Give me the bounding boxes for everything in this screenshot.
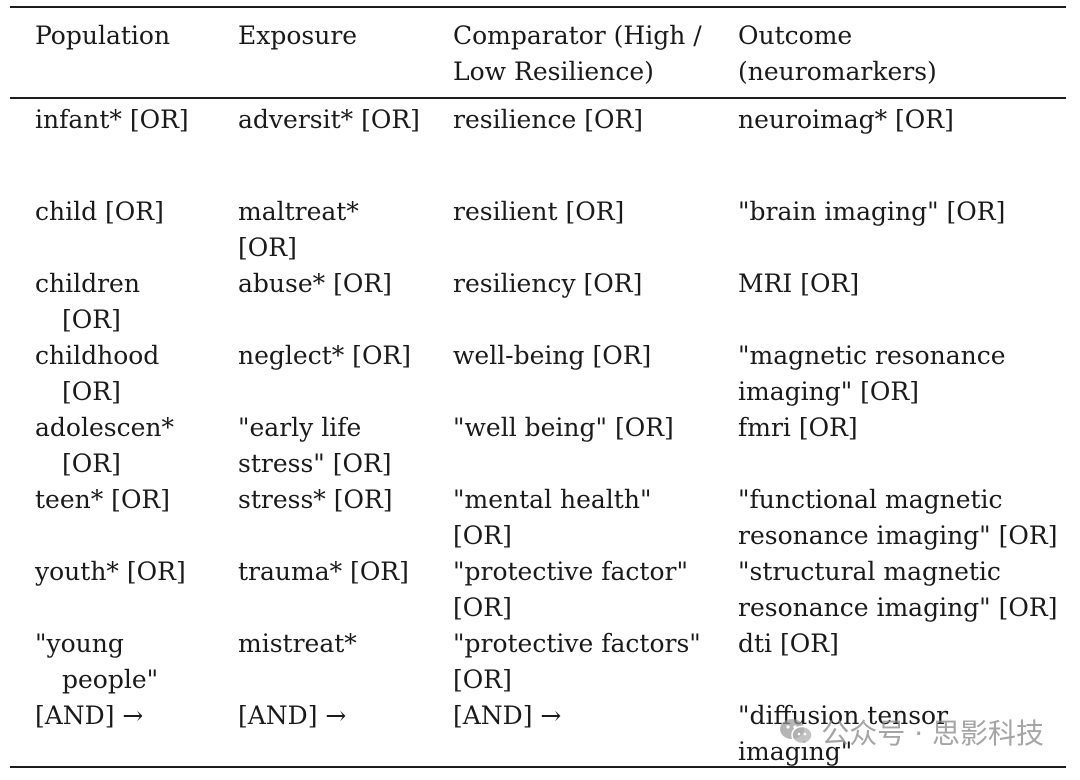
cell-population: teen* [OR] bbox=[10, 482, 213, 554]
table-header: Population Exposure Comparator (High / L… bbox=[10, 8, 1066, 90]
table-row: "young people" mistreat* "protective facto… bbox=[10, 626, 1066, 698]
cell-population: youth* [OR] bbox=[10, 554, 213, 626]
search-term: resiliency [OR] bbox=[453, 269, 643, 298]
cell-population: [AND] → bbox=[10, 698, 213, 770]
header-row: Population Exposure Comparator (High / L… bbox=[10, 8, 1066, 90]
search-term: well-being [OR] bbox=[453, 341, 652, 370]
cell-exposure: "early life stress" [OR] bbox=[213, 410, 428, 482]
search-term: mistreat* bbox=[238, 629, 357, 658]
search-term: "protective factors" [OR] bbox=[453, 629, 701, 694]
table-body: infant* [OR] adversit* [OR] resilience [OR… bbox=[10, 90, 1066, 770]
header-comparator: Comparator (High / Low Resilience) bbox=[453, 21, 702, 86]
cell-population: childhood [OR] bbox=[10, 338, 213, 410]
cell-comparator: resilient [OR] bbox=[428, 194, 713, 266]
search-term: adolescen* [OR] bbox=[35, 413, 174, 478]
search-term: resilience [OR] bbox=[453, 105, 644, 134]
search-term: stress* [OR] bbox=[238, 485, 393, 514]
header-population: Population bbox=[35, 21, 171, 50]
table-row: teen* [OR] stress* [OR] "mental health" [O… bbox=[10, 482, 1066, 554]
cell-population: child [OR] bbox=[10, 194, 213, 266]
table-row: youth* [OR] trauma* [OR] "protective facto… bbox=[10, 554, 1066, 626]
header-rule bbox=[10, 97, 1066, 99]
search-term: [AND] → bbox=[35, 701, 144, 730]
search-term: trauma* [OR] bbox=[238, 557, 409, 586]
search-term: children [OR] bbox=[35, 269, 140, 334]
top-rule bbox=[10, 6, 1066, 8]
search-term: child [OR] bbox=[35, 197, 164, 226]
cell-exposure: abuse* [OR] bbox=[213, 266, 428, 338]
table-row: childhood [OR] neglect* [OR] well-being [O… bbox=[10, 338, 1066, 410]
cell-outcome: MRI [OR] bbox=[713, 266, 1066, 338]
search-term: [AND] → bbox=[453, 701, 562, 730]
search-term: "protective factor" [OR] bbox=[453, 557, 688, 622]
search-term: neuroimag* [OR] bbox=[738, 105, 954, 134]
cell-exposure: stress* [OR] bbox=[213, 482, 428, 554]
cell-exposure: trauma* [OR] bbox=[213, 554, 428, 626]
search-term: "well being" [OR] bbox=[453, 413, 674, 442]
cell-exposure: maltreat* [OR] bbox=[213, 194, 428, 266]
cell-exposure: [AND] → bbox=[213, 698, 428, 770]
cell-outcome: "brain imaging" [OR] bbox=[713, 194, 1066, 266]
search-term: "young people" bbox=[35, 629, 159, 694]
search-term: neglect* [OR] bbox=[238, 341, 412, 370]
search-term: maltreat* [OR] bbox=[238, 197, 359, 262]
cell-outcome: dti [OR] bbox=[713, 626, 1066, 698]
search-term: "structural magnetic resonance imaging" … bbox=[738, 557, 1058, 622]
search-term: teen* [OR] bbox=[35, 485, 171, 514]
cell-population: infant* [OR] bbox=[10, 90, 213, 194]
table-row: child [OR] maltreat* [OR] resilient [OR] "b… bbox=[10, 194, 1066, 266]
search-term: childhood [OR] bbox=[35, 341, 160, 406]
table-row: infant* [OR] adversit* [OR] resilience [OR… bbox=[10, 90, 1066, 194]
cell-outcome: neuroimag* [OR] bbox=[713, 90, 1066, 194]
table-row: children [OR] abuse* [OR] resiliency [OR] M… bbox=[10, 266, 1066, 338]
search-term: adversit* [OR] bbox=[238, 105, 420, 134]
cell-outcome: "diffusion tensor imaging" bbox=[713, 698, 1066, 770]
cell-outcome: fmri [OR] bbox=[713, 410, 1066, 482]
cell-comparator: resiliency [OR] bbox=[428, 266, 713, 338]
cell-comparator: [AND] → bbox=[428, 698, 713, 770]
header-exposure: Exposure bbox=[238, 21, 358, 50]
cell-population: children [OR] bbox=[10, 266, 213, 338]
cell-exposure: neglect* [OR] bbox=[213, 338, 428, 410]
bottom-rule bbox=[10, 766, 1066, 768]
cell-comparator: resilience [OR] bbox=[428, 90, 713, 194]
cell-exposure: adversit* [OR] bbox=[213, 90, 428, 194]
cell-outcome: "structural magnetic resonance imaging" … bbox=[713, 554, 1066, 626]
cell-comparator: well-being [OR] bbox=[428, 338, 713, 410]
cell-population: "young people" bbox=[10, 626, 213, 698]
cell-comparator: "protective factor" [OR] bbox=[428, 554, 713, 626]
cell-comparator: "protective factors" [OR] bbox=[428, 626, 713, 698]
search-term: dti [OR] bbox=[738, 629, 839, 658]
cell-comparator: "well being" [OR] bbox=[428, 410, 713, 482]
search-terms-table: Population Exposure Comparator (High / L… bbox=[10, 8, 1066, 770]
search-term: infant* [OR] bbox=[35, 105, 189, 134]
table-row: [AND] → [AND] → [AND] → "diffusion tensor i… bbox=[10, 698, 1066, 770]
cell-outcome: "functional magnetic resonance imaging" … bbox=[713, 482, 1066, 554]
header-outcome: Outcome (neuromarkers) bbox=[738, 21, 937, 86]
table-row: adolescen* [OR] "early life stress" [OR] "… bbox=[10, 410, 1066, 482]
search-term: youth* [OR] bbox=[35, 557, 186, 586]
search-term: [AND] → bbox=[238, 701, 347, 730]
cell-population: adolescen* [OR] bbox=[10, 410, 213, 482]
search-term: resilient [OR] bbox=[453, 197, 625, 226]
search-term: abuse* [OR] bbox=[238, 269, 392, 298]
search-term: fmri [OR] bbox=[738, 413, 858, 442]
search-term: "functional magnetic resonance imaging" … bbox=[738, 485, 1058, 550]
cell-exposure: mistreat* bbox=[213, 626, 428, 698]
search-term: "brain imaging" [OR] bbox=[738, 197, 1006, 226]
search-term: "diffusion tensor imaging" bbox=[738, 701, 949, 766]
search-term: MRI [OR] bbox=[738, 269, 860, 298]
search-term: "early life stress" [OR] bbox=[238, 413, 392, 478]
cell-outcome: "magnetic resonance imaging" [OR] bbox=[713, 338, 1066, 410]
search-term: "magnetic resonance imaging" [OR] bbox=[738, 341, 1006, 406]
search-term: "mental health" [OR] bbox=[453, 485, 652, 550]
cell-comparator: "mental health" [OR] bbox=[428, 482, 713, 554]
